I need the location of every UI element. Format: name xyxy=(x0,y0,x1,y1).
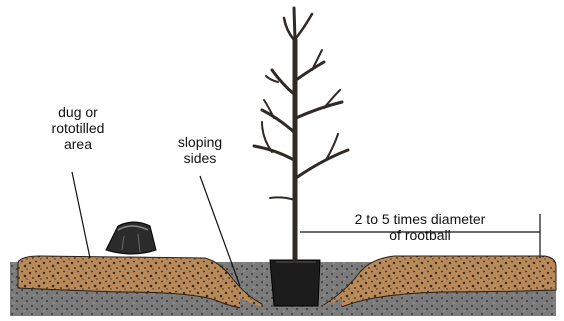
dug-area-label-line: rototilled xyxy=(38,120,118,136)
dug-area-leader xyxy=(72,172,90,258)
dug-area-label-line: dug or xyxy=(38,104,118,120)
diameter-label: 2 to 5 times diameter of rootball xyxy=(310,211,530,243)
discarded-pot-icon xyxy=(106,222,156,254)
dug-area-label: dug or rototilled area xyxy=(38,104,118,152)
rootball-container xyxy=(270,260,320,306)
dug-area-label-line: area xyxy=(38,136,118,152)
diameter-label-line: 2 to 5 times diameter xyxy=(310,211,530,227)
diameter-label-line: of rootball xyxy=(310,227,530,243)
sloping-sides-label-line: sloping xyxy=(160,134,240,150)
sloping-sides-label: sloping sides xyxy=(160,134,240,166)
sloping-sides-label-line: sides xyxy=(160,150,240,166)
